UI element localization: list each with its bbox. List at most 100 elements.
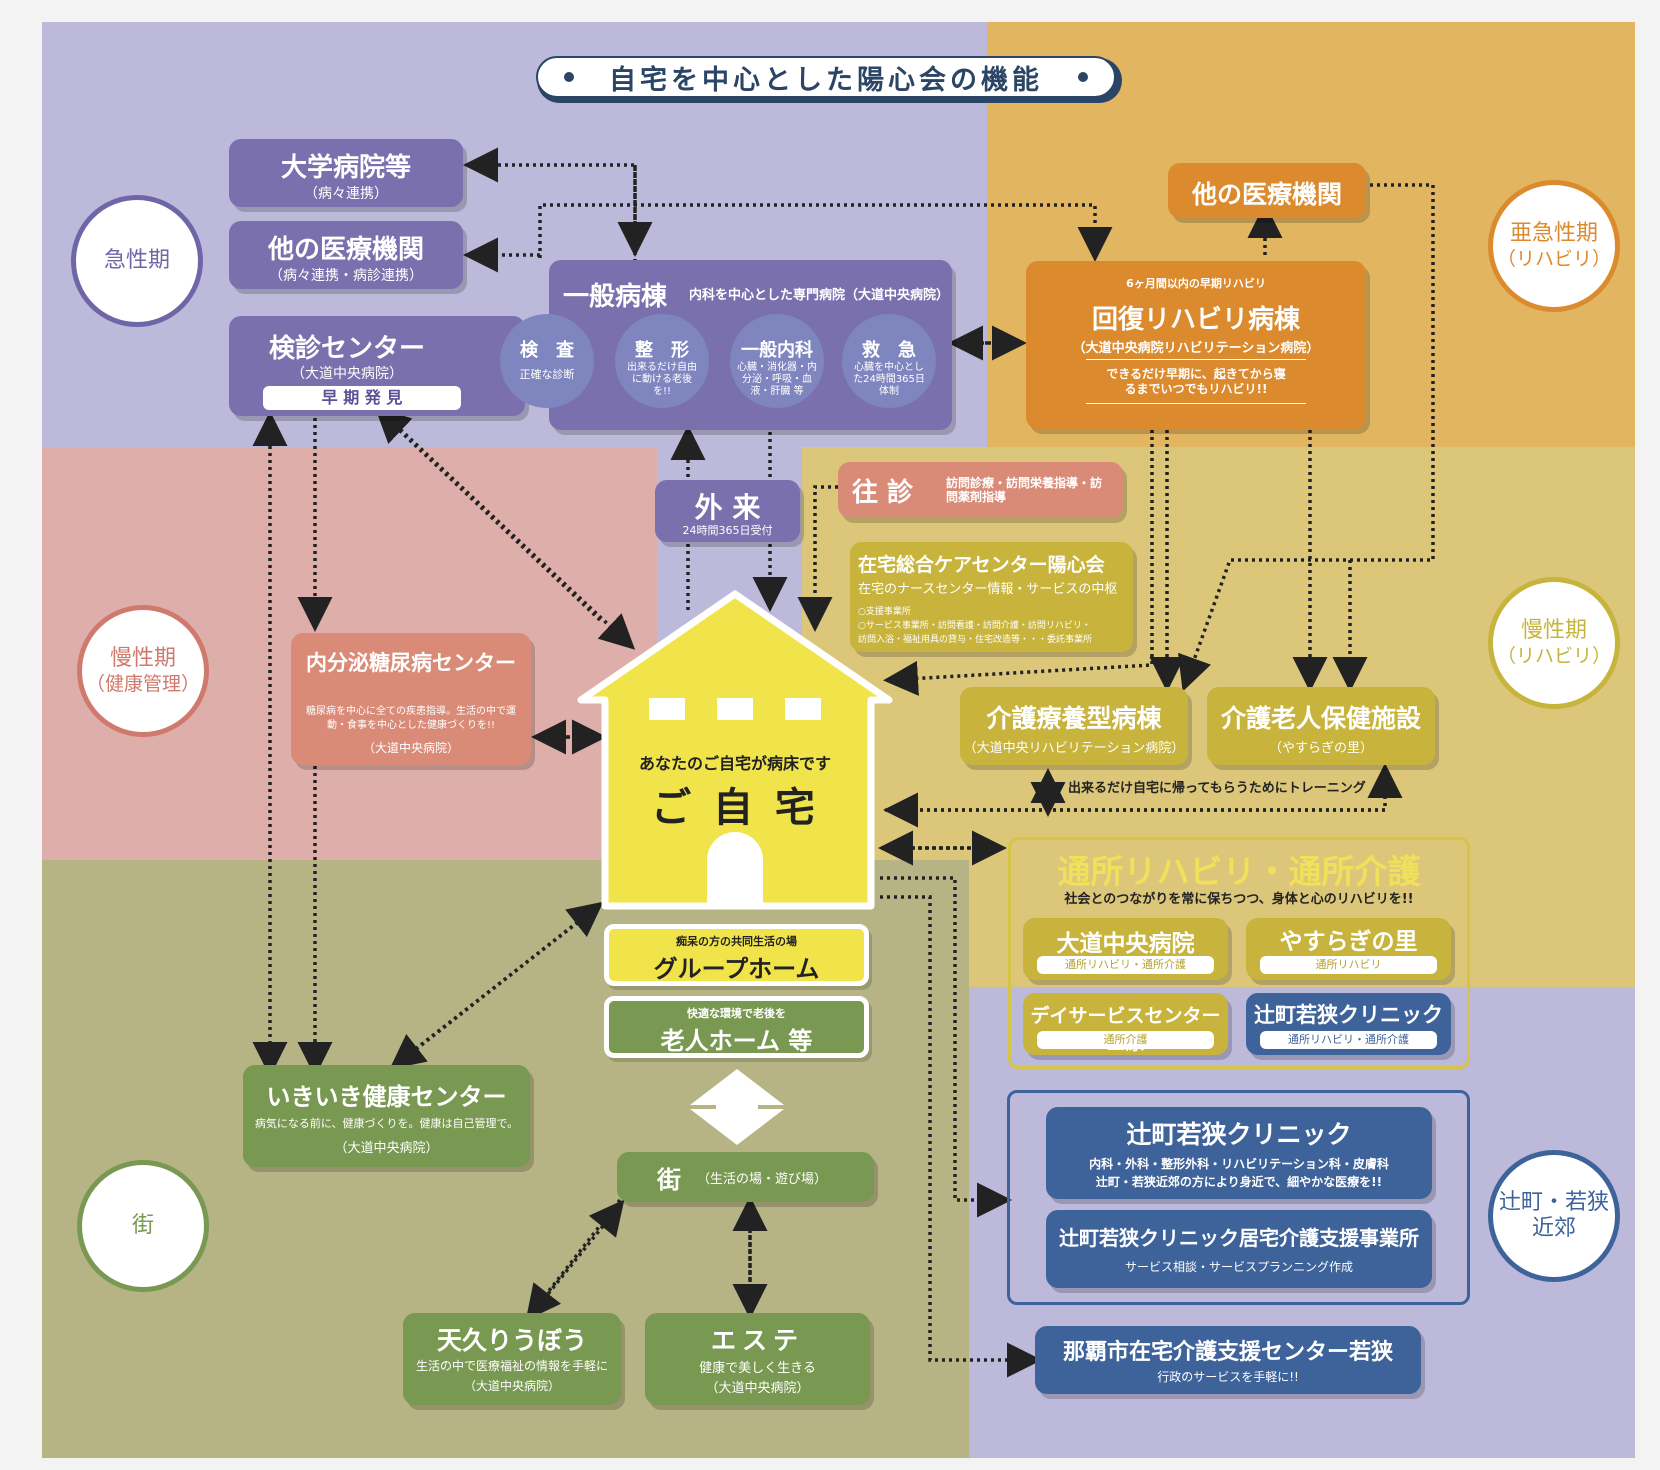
day-rehab-item-yasuragi-pill: 通所リハビリ [1260,956,1437,974]
este-title: エステ [710,1326,804,1355]
phase-tsuji-line2: 近郊 [1531,1216,1576,1241]
nursing-facility-title: 介護老人保健施設 [1220,704,1421,733]
tsuji-clinic-box: 辻町若狭クリニック 内科・外科・整形外科・リハビリテーション科・皮膚科 辻町・若… [1046,1107,1432,1199]
phase-tsuji-line1: 辻町・若狭 [1498,1189,1609,1215]
phase-chronic-health: 慢性期 （健康管理） [77,605,209,737]
ward-item-internal-title: 一般内科 [741,340,813,361]
ward-item-exam-title: 検 査 [520,340,574,361]
recovery-ward-title: 回復リハビリ病棟 [1091,305,1300,335]
group-home-box: 痴呆の方の共同生活の場 グループホーム [604,924,869,986]
other-med-right-title: 他の医療機関 [1191,180,1342,209]
day-rehab-item-tsuji: 辻町若狭クリニック 通所リハビリ・通所介護 [1246,993,1451,1055]
este-desc: 健康で美しく生きる [699,1361,816,1376]
day-rehab-item-yasuragi-title: やすらぎの里 [1279,929,1418,955]
home-visit-title: 往 診 [852,478,914,508]
phase-acute-label: 急性期 [103,247,170,273]
house-shape [577,590,893,910]
univ-hospital-sub: （病々連携） [304,186,388,202]
naha-center-box: 那覇市在宅介護支援センター若狭 行政のサービスを手軽に!! [1035,1326,1421,1394]
day-rehab-item-mihara-pill: 通所介護 [1037,1031,1214,1049]
checkup-box: 検診センター （大道中央病院） 早 期 発 見 [229,316,525,416]
phase-chronic-rehab-line2: （リハビリ） [1496,644,1611,667]
home-visit-box: 往 診 訪問診療・訪問栄養指導・訪問薬剤指導 [838,462,1123,518]
day-rehab-item-daido-title: 大道中央病院 [1056,931,1195,957]
outpatient-sub: 24時間365日受付 [682,524,773,537]
other-med-left-sub: （病々連携・病診連携） [269,268,423,284]
ward-item-internal: 一般内科 心臓・消化器・内分泌・呼吸・血液・肝臓 等 [730,314,824,408]
care-ward-box: 介護療養型病棟 （大道中央リハビリテーション病院） [960,687,1188,765]
day-rehab-sub: 社会とのつながりを常に保ちつつ、身体と心のリハビリを!! [1064,892,1414,907]
checkup-early-detection-pill: 早 期 発 見 [263,386,461,410]
ward-item-emergency-title: 救 急 [862,340,916,361]
endocrine-sub: （大道中央病院） [362,741,459,755]
care-center-title: 在宅総合ケアセンター陽心会 [858,554,1105,576]
ward-item-ortho-title: 整 形 [635,340,689,361]
town-title: 街 [657,1166,681,1194]
ward-item-emergency-desc: 心臓を中心とした24時間365日体制 [853,362,925,397]
ward-item-emergency: 救 急 心臓を中心とした24時間365日体制 [842,314,936,408]
tsuji-support-sub: サービス相談・サービスプランニング作成 [1124,1260,1353,1274]
checkup-title: 検診センター [268,334,425,364]
tsuji-clinic-line2: 辻町・若狭近郊の方により身近で、細やかな医療を!! [1095,1175,1383,1189]
phase-town-label: 街 [131,1212,154,1238]
phase-subacute-line2: （リハビリ） [1496,247,1611,270]
house-window-2 [717,698,753,720]
other-med-left-box: 他の医療機関 （病々連携・病診連携） [229,221,463,289]
tenku-title: 天久りうぼう [436,1326,587,1355]
day-rehab-item-mihara: デイサービスセンター三原 通所介護 [1023,993,1228,1055]
house-title: ご 自 宅 [651,785,819,831]
other-med-left-title: 他の医療機関 [267,235,424,265]
elderly-home-box: 快適な環境で老後を 老人ホーム 等 [604,996,869,1058]
day-rehab-item-yasuragi: やすらぎの里 通所リハビリ [1246,918,1451,980]
day-rehab-item-daido-pill: 通所リハビリ・通所介護 [1037,956,1214,974]
ikiiki-box: いきいき健康センター 病気になる前に、健康づくりを。健康は自己管理で。 （大道中… [243,1065,530,1167]
title-bullet-right-icon [1078,72,1088,82]
checkup-sub: （大道中央病院） [291,366,403,382]
ikiiki-desc: 病気になる前に、健康づくりを。健康は自己管理で。 [254,1117,519,1130]
care-center-line1: ○支援事業所 [858,607,911,617]
tsuji-clinic-title: 辻町若狭クリニック [1126,1120,1352,1149]
recovery-ward-divider-top [1086,359,1306,360]
double-arrow-icon [690,1069,784,1145]
house-door [707,832,763,906]
care-center-line3: 訪問入浴・福祉用具の貸与・住宅改造等・・・委託事業所 [858,635,1093,645]
phase-acute: 急性期 [71,195,203,327]
care-ward-title: 介護療養型病棟 [986,704,1162,733]
care-center-sub: 在宅のナースセンター情報・サービスの中枢 [858,582,1118,597]
house-sub: あなたのご自宅が病床です [638,754,831,773]
ward-item-exam: 検 査 正確な診断 [500,314,594,408]
elderly-home-sub: 快適な環境で老後を [687,1007,786,1020]
recovery-ward-top: 6ヶ月間以内の早期リハビリ [1126,277,1266,290]
tsuji-frame [1007,1090,1470,1305]
outpatient-title: 外 来 [694,491,761,524]
elderly-home-title: 老人ホーム 等 [660,1027,813,1055]
ikiiki-sub: （大道中央病院） [334,1141,439,1156]
house-window-1 [649,698,685,720]
tenku-box: 天久りうぼう 生活の中で医療福祉の情報を手軽に （大道中央病院） [403,1313,621,1405]
day-rehab-frame [1008,837,1470,1069]
endocrine-box: 内分泌糖尿病センター 糖尿病を中心に全ての疾患指導。生活の中で運動・食事を中心と… [291,633,531,765]
nursing-facility-box: 介護老人保健施設 （やすらぎの里） [1207,687,1435,765]
tsuji-support-box: 辻町若狭クリニック居宅介護支援事業所 サービス相談・サービスプランニング作成 [1046,1210,1432,1288]
phase-chronic-health-line1: 慢性期 [109,646,176,672]
tsuji-clinic-line1: 内科・外科・整形外科・リハビリテーション科・皮膚科 [1089,1157,1389,1171]
ward-item-ortho-desc: 出来るだけ自由に動ける老後を!! [627,362,697,397]
care-center-box: 在宅総合ケアセンター陽心会 在宅のナースセンター情報・サービスの中枢 ○支援事業… [850,542,1133,652]
group-home-title: グループホーム [653,955,820,983]
recovery-ward-note: できるだけ早期に、起きてから寝るまでいつでもリハビリ!! [1106,367,1286,396]
tenku-sub: （大道中央病院） [463,1379,560,1393]
recovery-ward-box: 6ヶ月間以内の早期リハビリ 回復リハビリ病棟 （大道中央病院リハビリテーション病… [1026,261,1366,429]
house-window-3 [785,698,821,720]
phase-chronic-rehab-line1: 慢性期 [1520,618,1587,644]
general-ward-title: 一般病棟 [563,282,668,312]
endocrine-desc: 糖尿病を中心に全ての疾患指導。生活の中で運動・食事を中心とした健康づくりを!! [306,706,516,731]
phase-subacute-line1: 亜急性期 [1509,221,1598,247]
phase-town: 街 [77,1160,209,1292]
este-sub: （大道中央病院） [705,1381,810,1396]
outpatient-box: 外 来 24時間365日受付 [655,480,800,542]
training-note: 出来るだけ自宅に帰ってもらうためにトレーニング [1068,781,1366,796]
naha-center-title: 那覇市在宅介護支援センター若狭 [1062,1340,1393,1365]
other-med-right-box: 他の医療機関 [1168,163,1366,218]
care-center-line2: ○サービス事業所・訪問看護・訪問介護・訪問リハビリ・ [858,621,1091,631]
home-visit-sub: 訪問診療・訪問栄養指導・訪問薬剤指導 [946,476,1103,505]
